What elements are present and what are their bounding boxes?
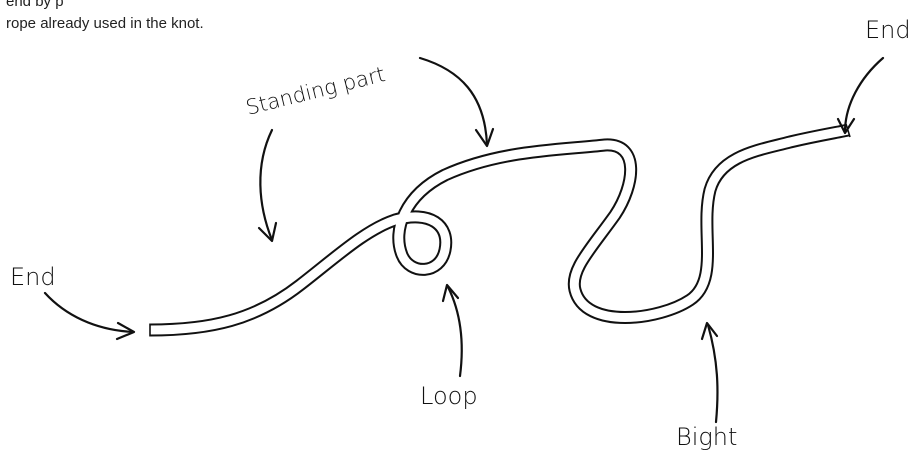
label-end-right: End xyxy=(865,16,909,44)
label-loop: Loop xyxy=(420,382,478,410)
standing-part-arrow-left xyxy=(259,130,276,241)
label-end-left: End xyxy=(10,263,56,291)
bight-arrow xyxy=(702,323,717,422)
label-bight: Bight xyxy=(676,423,737,450)
loop-arrow xyxy=(443,285,462,376)
left-end-arrow xyxy=(45,293,134,339)
label-standing-part: Standing part xyxy=(243,62,387,120)
right-end-arrow xyxy=(838,58,883,133)
standing-part-arrow-right xyxy=(420,58,493,146)
rope xyxy=(150,124,850,337)
